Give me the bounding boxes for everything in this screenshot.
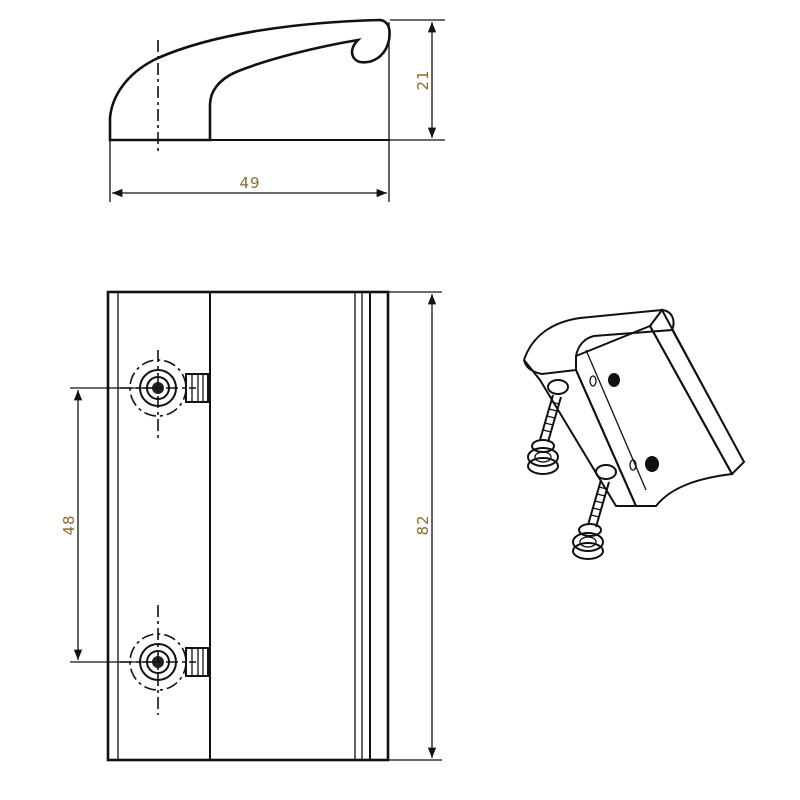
iso-body-right-face	[648, 308, 746, 476]
dim-label-hole-spacing: 48	[60, 514, 78, 535]
front-view: 48 82	[60, 290, 442, 762]
clamp-block-bottom	[185, 647, 209, 677]
iso-screw-top	[527, 394, 562, 475]
iso-hole-top	[608, 373, 620, 387]
iso-screw-bottom	[572, 479, 610, 560]
clamp-block-top	[185, 373, 209, 403]
side-profile-outline	[108, 18, 391, 142]
dim-label-height: 21	[414, 69, 432, 90]
screw-hole-bottom	[120, 605, 209, 715]
front-outline	[106, 290, 390, 762]
iso-handle-top	[523, 308, 675, 370]
iso-body-left-face	[523, 359, 638, 507]
iso-slot-top	[589, 375, 597, 387]
side-view: 21 49	[108, 18, 445, 202]
iso-screw-seat-top	[547, 379, 569, 395]
screw-hole-top	[120, 350, 209, 440]
isometric-view	[523, 308, 746, 560]
iso-handle-front-curve	[523, 359, 577, 376]
dim-label-width: 49	[239, 174, 260, 192]
iso-body-main-face	[575, 324, 734, 507]
iso-hole-bottom	[645, 456, 659, 472]
dim-label-length: 82	[414, 514, 432, 535]
iso-screw-seat-bottom	[595, 464, 617, 480]
iso-slot-bottom	[629, 459, 637, 471]
iso-body-edge	[671, 329, 741, 456]
